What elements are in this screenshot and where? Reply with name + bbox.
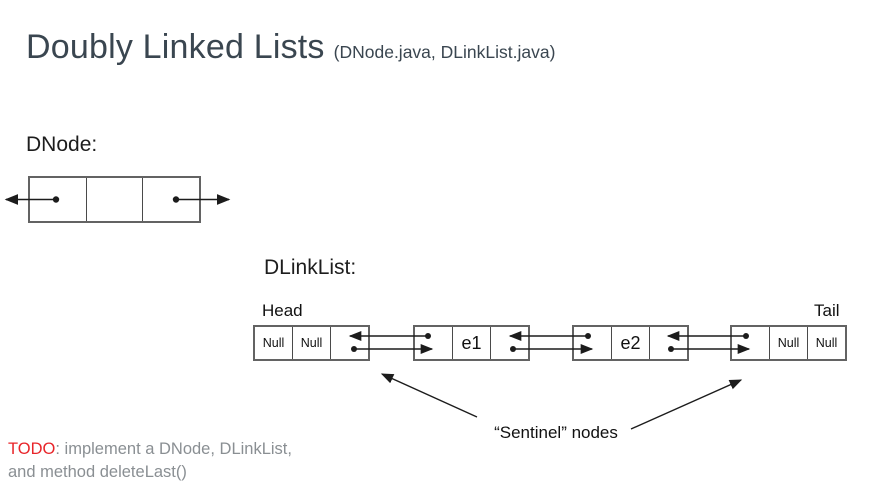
- sentinel-callout-arrow-right: [630, 379, 743, 430]
- node-cell-data: Null: [769, 327, 807, 359]
- element-node-e1: e1: [413, 325, 530, 361]
- node-cell-prev: [574, 327, 611, 359]
- node-cell-next: Null: [807, 327, 845, 359]
- node-cell-next: [490, 327, 528, 359]
- head-label: Head: [262, 301, 303, 320]
- node-cell-prev: [415, 327, 452, 359]
- dnode-section-label: DNode:: [26, 133, 98, 156]
- page-title: Doubly Linked Lists: [26, 28, 325, 66]
- node-cell-next: [649, 327, 687, 359]
- todo-line1-rest: : implement a DNode, DLinkList,: [55, 440, 292, 458]
- tail-label: Tail: [814, 301, 840, 320]
- todo-line-1: TODO: implement a DNode, DLinkList,: [8, 438, 292, 461]
- node-cell-data: e1: [452, 327, 490, 359]
- node-cell-data: e2: [611, 327, 649, 359]
- node-cell-prev: Null: [262, 336, 285, 350]
- dnode-diagram-box: [28, 176, 201, 223]
- dnode-data-cell: [85, 178, 143, 221]
- sentinel-callout-arrow-left: [380, 373, 478, 418]
- dnode-next-cell: [142, 178, 199, 221]
- head-sentinel-node: Null Null: [253, 325, 370, 361]
- node-cell-next: [330, 327, 368, 359]
- tail-sentinel-node: Null Null: [730, 325, 847, 361]
- node-cell-prev: [732, 327, 769, 359]
- slide-title-row: Doubly Linked Lists (DNode.java, DLinkLi…: [26, 28, 555, 67]
- todo-line-2: and method deleteLast(): [8, 463, 187, 481]
- sentinel-annotation: “Sentinel” nodes: [494, 423, 618, 442]
- dnode-prev-cell: [30, 178, 86, 221]
- page-title-suffix: (DNode.java, DLinkList.java): [333, 42, 556, 62]
- todo-prefix: TODO: [8, 440, 56, 458]
- todo-note: TODO: implement a DNode, DLinkList, and …: [8, 438, 292, 484]
- dlinklist-section-label: DLinkList:: [264, 256, 357, 279]
- node-cell-data: Null: [292, 327, 330, 359]
- element-node-e2: e2: [572, 325, 689, 361]
